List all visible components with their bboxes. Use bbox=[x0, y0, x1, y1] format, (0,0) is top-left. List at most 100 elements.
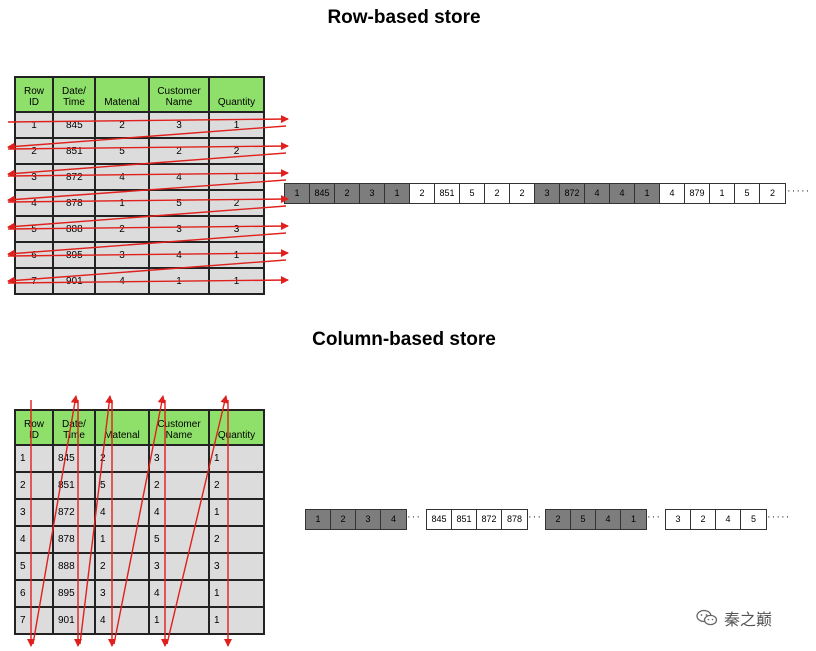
column-return-arrow bbox=[79, 395, 114, 645]
column-table-cell: 7 bbox=[14, 606, 54, 635]
row-table-header-2: Matenal bbox=[94, 76, 150, 113]
strip-cell: 2 bbox=[760, 184, 785, 203]
column-table-cell: 1 bbox=[94, 525, 150, 554]
column-table-cell: 3 bbox=[208, 552, 265, 581]
column-table-cell: 3 bbox=[148, 444, 210, 473]
row-scan-arrow bbox=[7, 276, 289, 285]
row-table-cell: 1 bbox=[14, 111, 54, 139]
row-scan-arrow bbox=[7, 142, 289, 151]
wechat-icon bbox=[696, 609, 718, 626]
strip-cell: 3 bbox=[360, 184, 385, 203]
strip-cell: 5 bbox=[571, 510, 596, 529]
column-table-cell: 1 bbox=[14, 444, 54, 473]
strip-cell: 1 bbox=[306, 510, 331, 529]
column-table-cell: 4 bbox=[14, 525, 54, 554]
strip-cell: 4 bbox=[596, 510, 621, 529]
row-scan-arrow bbox=[7, 249, 289, 258]
column-table-cell: 2 bbox=[148, 471, 210, 500]
column-table-cell: 5 bbox=[148, 525, 210, 554]
column-table-cell: 1 bbox=[208, 498, 265, 527]
row-table-header-0: Row ID bbox=[14, 76, 54, 113]
column-table-cell: 3 bbox=[14, 498, 54, 527]
strip-cell: 4 bbox=[585, 184, 610, 203]
column-table-cell: 1 bbox=[208, 444, 265, 473]
strip-cell: 4 bbox=[716, 510, 741, 529]
column-table-cell: 5 bbox=[94, 471, 150, 500]
column-table-cell: 2 bbox=[208, 471, 265, 500]
row-scan-arrows bbox=[7, 115, 289, 285]
strip-cell: 5 bbox=[735, 184, 760, 203]
row-scan-arrow bbox=[7, 169, 289, 178]
row-table-cell: 2 bbox=[148, 137, 210, 165]
strip-cell: 845 bbox=[310, 184, 335, 203]
column-table-header-2: Matenal bbox=[94, 409, 150, 446]
row-table-cell: 878 bbox=[52, 189, 96, 217]
row-table-header-4: Quantity bbox=[208, 76, 265, 113]
column-table-cell: 1 bbox=[208, 579, 265, 608]
strip-cell: 851 bbox=[435, 184, 460, 203]
strip-ellipsis: ··· bbox=[528, 511, 542, 523]
strip-cell: 5 bbox=[741, 510, 766, 529]
strip-cell: 845 bbox=[427, 510, 452, 529]
strip-cell: 1 bbox=[385, 184, 410, 203]
row-strip-ellipsis: ····· bbox=[787, 185, 811, 197]
column-table-cell: 3 bbox=[148, 552, 210, 581]
strip-cell: 2 bbox=[510, 184, 535, 203]
column-return-arrow bbox=[166, 395, 229, 645]
row-return-arrow bbox=[7, 125, 287, 151]
strip-cell: 872 bbox=[560, 184, 585, 203]
row-return-arrow bbox=[7, 205, 287, 231]
strip-cell: 2 bbox=[331, 510, 356, 529]
row-table-cell: 7 bbox=[14, 267, 54, 295]
row-table-cell: 845 bbox=[52, 111, 96, 139]
watermark: 秦之巅 bbox=[696, 606, 772, 630]
column-return-arrow bbox=[32, 395, 79, 645]
column-table-cell: 845 bbox=[52, 444, 96, 473]
row-return-arrow bbox=[7, 232, 287, 258]
row-scan-arrow bbox=[7, 195, 289, 204]
column-table-header-0: Row ID bbox=[14, 409, 54, 446]
strip-cell: 3 bbox=[356, 510, 381, 529]
column-table-cell: 6 bbox=[14, 579, 54, 608]
strip-cell: 4 bbox=[660, 184, 685, 203]
row-return-arrow bbox=[7, 179, 287, 204]
column-return-arrow bbox=[113, 395, 166, 645]
row-store-title: Row-based store bbox=[327, 7, 481, 28]
column-table-cell: 1 bbox=[148, 606, 210, 635]
row-table-cell: 2 bbox=[208, 137, 265, 165]
row-table-cell: 1 bbox=[208, 163, 265, 191]
strip-cell: 872 bbox=[477, 510, 502, 529]
column-table-cell: 4 bbox=[94, 606, 150, 635]
strip-cell: 4 bbox=[610, 184, 635, 203]
column-table-cell: 895 bbox=[52, 579, 96, 608]
strip-cell: 2 bbox=[546, 510, 571, 529]
row-table-cell: 1 bbox=[208, 111, 265, 139]
strip-cell: 4 bbox=[381, 510, 406, 529]
row-table-cell: 3 bbox=[14, 163, 54, 191]
strip-cell: 1 bbox=[285, 184, 310, 203]
strip-cell: 1 bbox=[710, 184, 735, 203]
row-table-cell: 3 bbox=[148, 215, 210, 243]
strip-cell: 1 bbox=[621, 510, 646, 529]
column-table-body: 1845231285152238724414878152588823368953… bbox=[14, 444, 265, 635]
row-table-cell: 2 bbox=[14, 137, 54, 165]
strip-cell: 2 bbox=[410, 184, 435, 203]
strip-ellipsis: ····· bbox=[767, 511, 791, 523]
row-table-cell: 1 bbox=[94, 189, 150, 217]
column-table-cell: 1 bbox=[208, 606, 265, 635]
column-table-cell: 4 bbox=[148, 498, 210, 527]
column-table-header-4: Quantity bbox=[208, 409, 265, 446]
column-scan-arrows bbox=[27, 395, 232, 647]
